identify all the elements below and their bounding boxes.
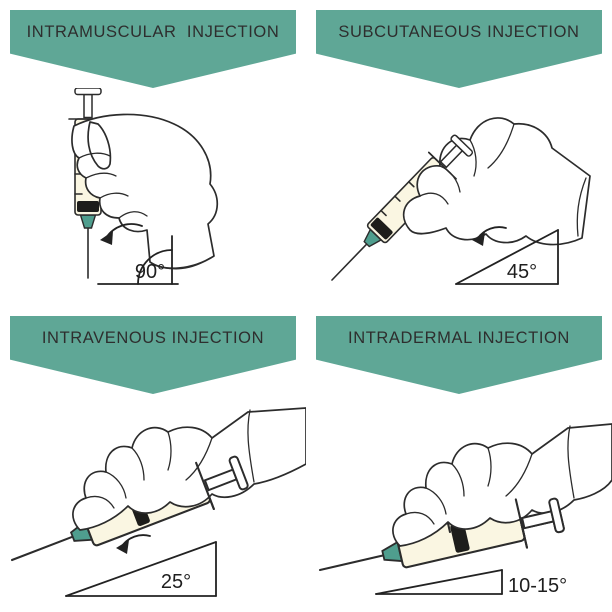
syringe [68, 88, 108, 279]
rotation-arrow-icon [472, 226, 507, 246]
rotation-arrow-icon [100, 223, 143, 245]
panel-subcutaneous: SUBCUTANEOUS INJECTION 45 [306, 0, 612, 306]
gloved-hand [71, 113, 219, 270]
panel-intramuscular: INTRAMUSCULAR INJECTION 90° [0, 0, 306, 306]
panel-title: INTRADERMAL INJECTION [348, 329, 570, 347]
banner-intradermal: INTRADERMAL INJECTION [316, 316, 602, 394]
angle-label: 25° [161, 571, 191, 593]
gloved-hand [392, 423, 612, 547]
panel-intradermal: INTRADERMAL INJECTION [306, 306, 612, 612]
panel-title: SUBCUTANEOUS INJECTION [338, 23, 580, 41]
banner-intravenous: INTRAVENOUS INJECTION [10, 316, 296, 394]
illustration-intravenous: 25° [2, 407, 306, 597]
gloved-hand [72, 407, 306, 531]
angle-label: 90° [135, 261, 165, 283]
banner-subcutaneous: SUBCUTANEOUS INJECTION [316, 10, 602, 88]
illustration-intramuscular: 90° [68, 88, 219, 285]
illustration-subcutaneous: 45° [317, 117, 591, 294]
angle-marker-90: 90° [97, 223, 179, 285]
panel-intravenous: INTRAVENOUS INJECTION [0, 306, 306, 612]
panel-title: INTRAMUSCULAR INJECTION [26, 23, 280, 41]
syringe [317, 129, 479, 294]
angle-label: 10-15° [508, 575, 567, 597]
banner-intramuscular: INTRAMUSCULAR INJECTION [10, 10, 296, 88]
angle-marker-25: 25° [65, 534, 217, 597]
gloved-hand [402, 117, 591, 246]
syringe [313, 489, 568, 596]
rotation-arrow-icon [116, 534, 151, 554]
angle-label: 45° [507, 261, 537, 283]
angle-marker-10-15: 10-15° [375, 569, 567, 597]
illustration-intradermal: 10-15° [313, 423, 612, 597]
panel-title: INTRAVENOUS INJECTION [41, 329, 265, 347]
angle-marker-45: 45° [455, 226, 559, 285]
